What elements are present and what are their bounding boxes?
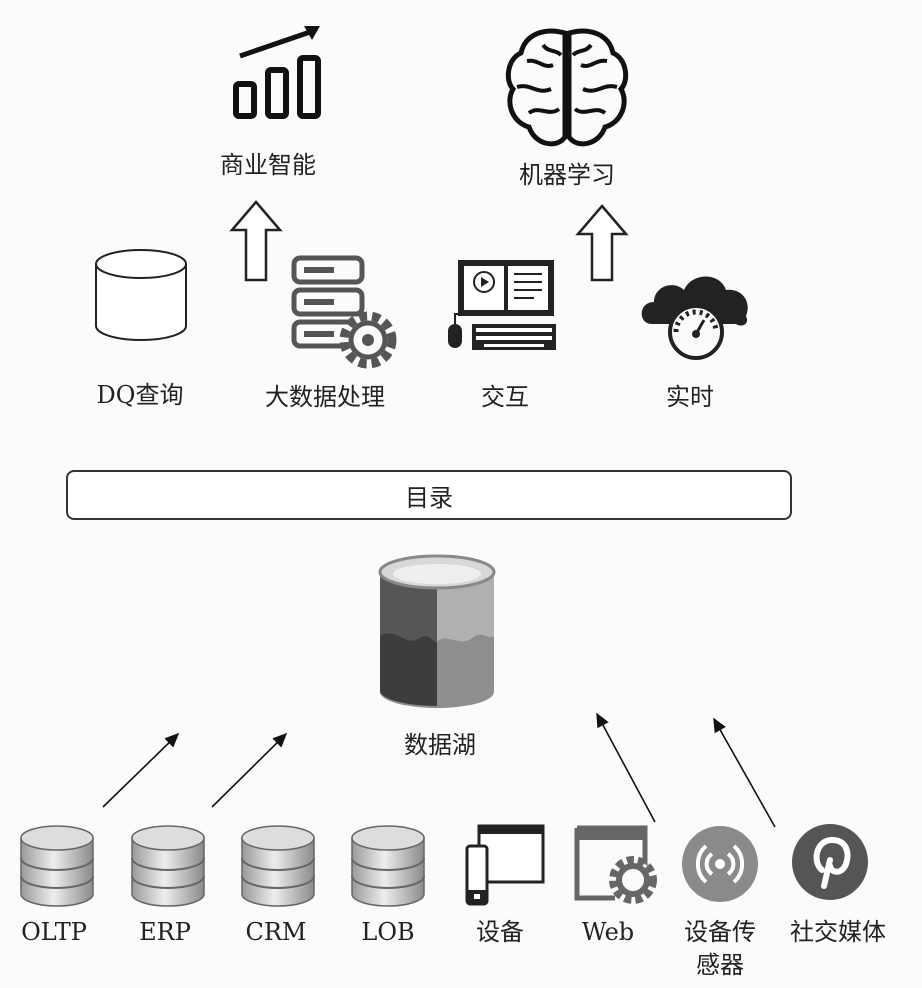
business-intelligence-label: 商业智能	[220, 151, 316, 179]
bar-chart-trend-icon	[233, 26, 321, 119]
cloud-speedometer-icon	[641, 276, 748, 360]
up-arrow-icon	[229, 200, 283, 282]
source-label-social-media: 社交媒体	[790, 918, 886, 946]
data-lake-cylinder-icon	[378, 554, 496, 708]
database-stack-icon	[20, 825, 94, 907]
catalog-label: 目录	[405, 483, 453, 512]
server-gear-icon	[291, 255, 397, 369]
database-cylinder-icon	[95, 249, 187, 341]
source-label-web: Web	[581, 918, 635, 946]
computer-keyboard-icon	[448, 260, 556, 350]
machine-learning-label: 机器学习	[519, 161, 615, 189]
source-label-lob: LOB	[361, 918, 415, 946]
arrow-oltp	[102, 732, 180, 808]
source-label-erp: ERP	[139, 918, 191, 946]
source-label-sensor-line2: 感器	[696, 951, 744, 979]
interactive-label: 交互	[481, 383, 529, 411]
arrow-erp	[211, 732, 288, 808]
pinterest-icon	[792, 824, 868, 900]
sensor-broadcast-icon	[682, 826, 758, 902]
web-settings-icon	[574, 825, 657, 904]
catalog-bar: 目录	[66, 470, 792, 520]
database-stack-icon	[241, 825, 315, 907]
source-label-crm: CRM	[245, 918, 307, 946]
database-stack-icon	[351, 825, 425, 907]
database-stack-icon	[131, 825, 205, 907]
realtime-label: 实时	[666, 383, 714, 411]
dq-query-label: DQ查询	[96, 381, 184, 409]
source-label-sensor: 设备传	[684, 918, 756, 946]
source-label-device: 设备	[476, 918, 524, 946]
data-lake-label: 数据湖	[404, 731, 476, 759]
up-arrow-icon	[575, 204, 629, 282]
arrow-web	[596, 712, 656, 823]
big-data-processing-label: 大数据处理	[265, 383, 385, 411]
devices-icon	[465, 824, 545, 906]
source-label-oltp: OLTP	[21, 918, 87, 946]
arrow-social	[713, 717, 776, 828]
brain-icon	[505, 28, 629, 147]
